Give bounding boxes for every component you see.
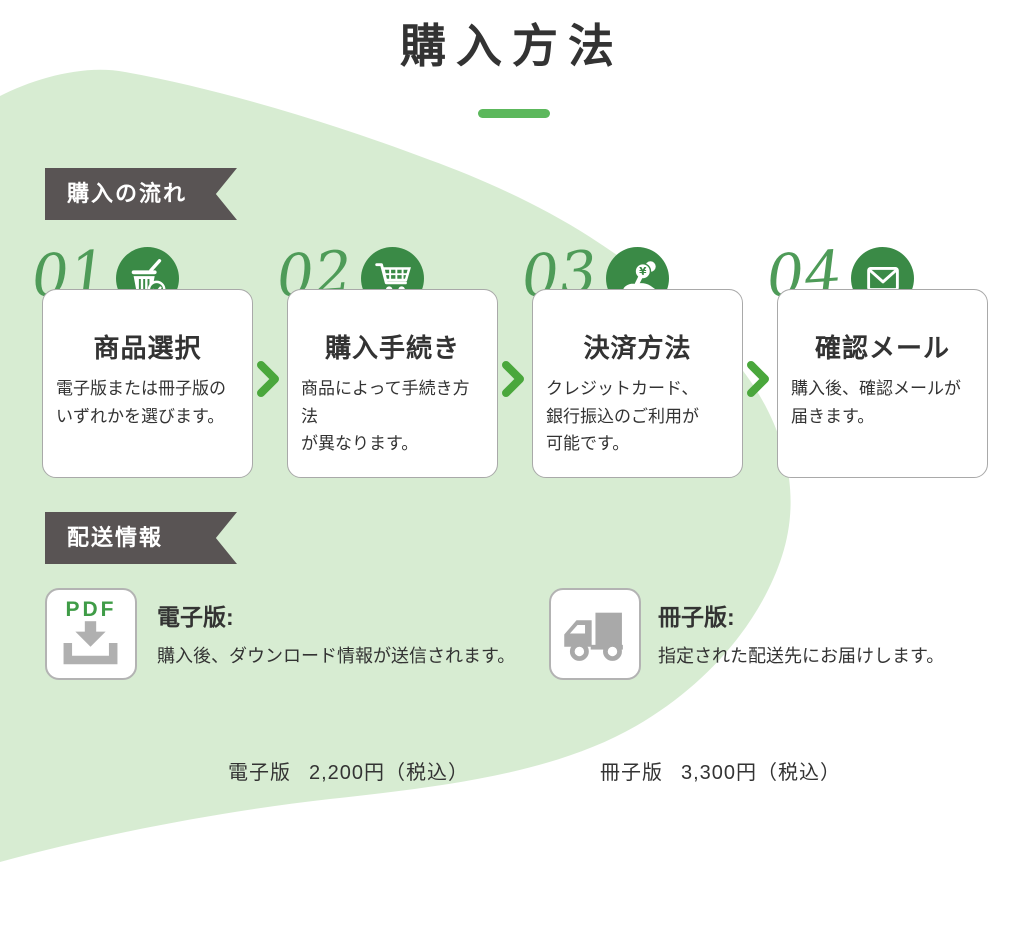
step-card: 商品選択 電子版または冊子版の いずれかを選びます。 — [42, 289, 253, 478]
step-card: 購入手続き 商品によって手続き方法 が異なります。 — [287, 289, 498, 478]
step-card: 決済方法 クレジットカード、 銀行振込のご利用が 可能です。 — [532, 289, 743, 478]
step-description: 購入後、確認メールが 届きます。 — [791, 379, 961, 426]
delivery-item-description: 指定された配送先にお届けします。 — [658, 646, 945, 666]
arrow-right-icon — [502, 361, 524, 397]
step-title: 購入手続き — [324, 333, 460, 363]
step-card: 確認メール 購入後、確認メールが 届きます。 — [777, 289, 988, 478]
svg-text:¥: ¥ — [639, 266, 647, 278]
step-description: 商品によって手続き方法 が異なります。 — [301, 379, 470, 454]
delivery-item-title: 電子版: — [157, 604, 234, 630]
delivery-item-description: 購入後、ダウンロード情報が送信されます。 — [157, 646, 516, 666]
step-title: 決済方法 — [583, 333, 692, 363]
pdf-download-icon: PDF — [45, 588, 137, 680]
price-label: 冊子版 — [600, 762, 663, 784]
price-value: 2,200円（税込） — [309, 762, 470, 784]
flow-heading-ribbon: 購入の流れ — [45, 168, 237, 220]
step-title: 確認メール — [814, 333, 950, 363]
step-description: 電子版または冊子版の いずれかを選びます。 — [56, 379, 226, 426]
delivery-heading: 配送情報 — [67, 525, 164, 550]
delivery-item-title: 冊子版: — [658, 604, 735, 630]
pdf-label: PDF — [65, 598, 117, 621]
price-booklet: 冊子版 3,300円（税込） — [600, 756, 841, 785]
delivery-truck-icon — [549, 588, 641, 680]
price-label: 電子版 — [228, 762, 291, 784]
title-underline — [478, 109, 550, 118]
flow-heading: 購入の流れ — [67, 181, 188, 206]
step-description: クレジットカード、 銀行振込のご利用が 可能です。 — [546, 379, 699, 454]
delivery-heading-ribbon: 配送情報 — [45, 512, 237, 564]
price-digital: 電子版 2,200円（税込） — [228, 756, 469, 785]
arrow-right-icon — [257, 361, 279, 397]
arrow-right-icon — [747, 361, 769, 397]
price-value: 3,300円（税込） — [681, 762, 842, 784]
page-title: 購入方法 — [400, 20, 624, 72]
step-title: 商品選択 — [93, 333, 202, 363]
